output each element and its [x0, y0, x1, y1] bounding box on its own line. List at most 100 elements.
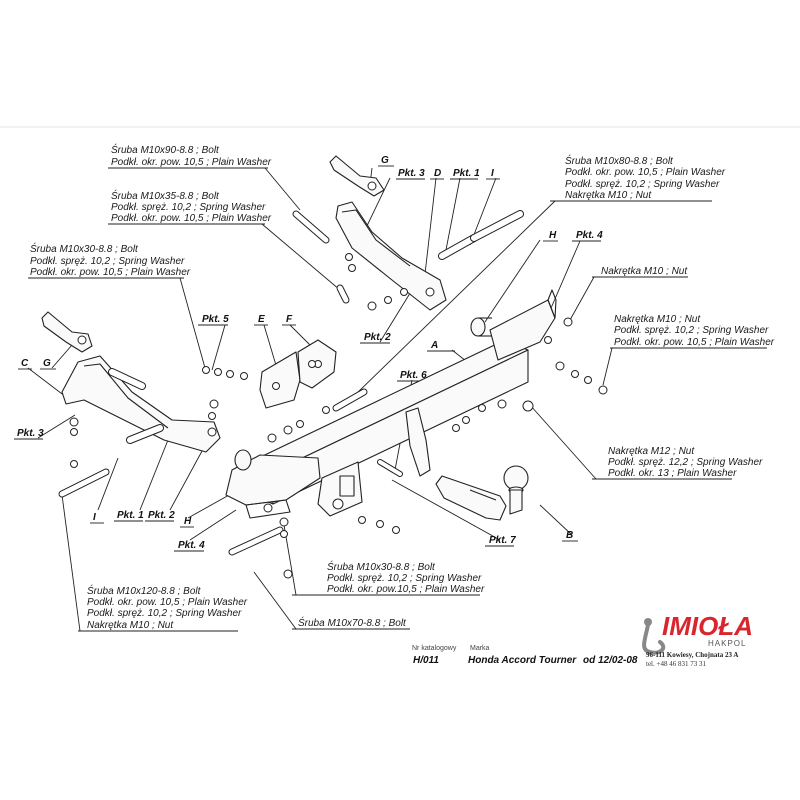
tag-c: C	[21, 358, 29, 369]
washer-nut	[202, 366, 210, 374]
logo-name: IMIOŁA	[662, 611, 753, 641]
bolt-shaft	[378, 460, 402, 476]
tag-pkt1-left: Pkt. 1	[117, 510, 144, 521]
callout-line: Podkł. okr. pow. 10,5 ; Plain Washer	[30, 267, 191, 278]
washer-nut	[209, 399, 219, 409]
washer-nut	[367, 301, 377, 311]
washer-nut	[348, 264, 356, 272]
tag-pkt7: Pkt. 7	[489, 535, 516, 546]
tag-h-left: H	[184, 516, 192, 527]
washer-nut	[392, 526, 400, 534]
callout-line: Podkł. okr. pow. 10,5 ; Plain Washer	[614, 337, 775, 348]
bolt-shaft	[127, 425, 163, 443]
washer-nut	[280, 530, 288, 538]
side-bracket-c	[61, 355, 221, 453]
callout-bottom-mid: Śruba M10x30-8.8 ; Bolt Podkł. spręż. 10…	[292, 560, 485, 596]
bolt-shaft	[439, 235, 477, 259]
valid-date: od 12/02-08	[583, 655, 638, 666]
bracket-h-left	[225, 449, 321, 519]
clamp-g-top	[329, 155, 385, 197]
washer-nut	[358, 516, 366, 524]
vehicle-model: Honda Accord Tourner	[468, 655, 577, 666]
tag-i-top: I	[491, 168, 494, 179]
callout-line: Śruba M10x30-8.8 ; Bolt	[30, 242, 139, 255]
tag-pkt1-top: Pkt. 1	[453, 168, 480, 179]
callout-line: Podkł. spręż. 10,2 ; Spring Washer	[614, 325, 769, 336]
callout-line: Podkł. okr. pow. 10,5 ; Plain Washer	[87, 597, 248, 608]
washer-nut	[497, 399, 507, 409]
callout-line: Śruba M10x120-8.8 ; Bolt	[87, 584, 202, 597]
callout-line: Śruba M10x80-8.8 ; Bolt	[565, 154, 674, 167]
hook-logo-icon	[642, 623, 666, 655]
callout-line: Nakrętka M10 ; Nut	[601, 266, 688, 277]
washer-nut	[283, 425, 293, 435]
tag-g-left: G	[43, 358, 51, 369]
tag-e: E	[258, 314, 265, 325]
bolt-shaft	[337, 285, 349, 303]
callout-line: Śruba M10x70-8.8 ; Bolt	[298, 616, 407, 629]
washer-nut	[345, 253, 353, 261]
clamp-g-left	[41, 311, 93, 353]
tag-pkt4-left: Pkt. 4	[178, 540, 205, 551]
callout-top-right: Śruba M10x80-8.8 ; Bolt Podkł. okr. pow.…	[550, 154, 726, 202]
leader-lines	[27, 167, 613, 632]
tag-pkt6: Pkt. 6	[400, 370, 427, 381]
washer-nut	[563, 317, 573, 327]
bolt-shaft	[333, 389, 367, 411]
callout-line: Podkł. spręż. 10,2 ; Spring Washer	[327, 573, 482, 584]
callout-right-2: Nakrętka M10 ; Nut Podkł. spręż. 10,2 ; …	[610, 314, 775, 349]
tag-f: F	[286, 314, 293, 325]
catalog-number: H/011	[413, 655, 439, 666]
callout-bottom-left: Śruba M10x120-8.8 ; Bolt Podkł. okr. pow…	[78, 584, 248, 632]
callout-line: Nakrętka M10 ; Nut	[87, 620, 174, 631]
fasteners	[58, 210, 608, 579]
tag-pkt5: Pkt. 5	[202, 314, 229, 325]
callout-line: Podkł. spręż. 10,2 ; Spring Washer	[565, 179, 720, 190]
address-line-1: 96-111 Kowiesy, Chojnata 23 A	[646, 651, 738, 659]
ball-mount-bracket	[405, 407, 431, 477]
tag-d: D	[434, 168, 441, 179]
washer-nut	[571, 370, 579, 378]
part-tags: G Pkt. 3 D Pkt. 1 I H Pkt. 4 Pkt. 5 E F …	[14, 155, 603, 552]
callout-line: Śruba M10x90-8.8 ; Bolt	[111, 143, 220, 156]
tag-b: B	[566, 530, 573, 541]
logo-sub: HAKPOL	[708, 639, 746, 648]
washer-nut	[208, 412, 216, 420]
callout-top-left-1: Śruba M10x90-8.8 ; Bolt Podkł. okr. pow.…	[108, 143, 272, 169]
tag-h-top: H	[549, 230, 557, 241]
callout-right-3: Nakrętka M12 ; Nut Podkł. spręż. 12,2 ; …	[592, 446, 763, 480]
washer-nut	[478, 404, 486, 412]
washer-nut	[279, 517, 289, 527]
washer-nut	[598, 385, 608, 395]
callout-line: Podkł. okr. 13 ; Plain Washer	[608, 468, 737, 479]
plate-e	[259, 351, 301, 409]
washer-nut	[322, 406, 330, 414]
callout-left-1: Śruba M10x30-8.8 ; Bolt Podkł. spręż. 10…	[28, 242, 191, 279]
callout-right-1: Nakrętka M10 ; Nut	[592, 266, 688, 278]
washer-nut	[214, 368, 222, 376]
callout-line: Podkł. spręż. 12,2 ; Spring Washer	[608, 457, 763, 468]
callout-line: Podkł. spręż. 10,2 ; Spring Washer	[87, 608, 242, 619]
tag-pkt2-left: Pkt. 2	[148, 510, 175, 521]
tag-pkt3-left: Pkt. 3	[17, 428, 44, 439]
washer-nut	[376, 520, 384, 528]
bracket-h-right	[470, 289, 557, 361]
callout-line: Nakrętka M10 ; Nut	[614, 314, 701, 325]
side-bracket-d	[335, 201, 447, 311]
washer-nut	[263, 503, 273, 513]
tag-i-left: I	[93, 512, 96, 523]
washer-nut	[584, 376, 592, 384]
washer-nut	[296, 420, 304, 428]
washer-nut	[267, 433, 277, 443]
callout-top-left-2: Śruba M10x35-8.8 ; Bolt Podkł. spręż. 10…	[108, 189, 272, 225]
bolt-shaft	[109, 369, 145, 389]
address-line-2: tel. +48 46 831 73 31	[646, 660, 706, 668]
catalog-caption: Nr katalogowy	[412, 645, 457, 652]
washer-nut	[555, 361, 565, 371]
washer-nut	[452, 424, 460, 432]
callout-line: Podkł. okr. pow. 10,5 ; Plain Washer	[565, 167, 726, 178]
callout-line: Podkł. okr. pow. 10,5 ; Plain Washer	[111, 213, 272, 224]
washer-nut	[400, 288, 408, 296]
callout-line: Podkł. okr. pow.10,5 ; Plain Washer	[327, 584, 485, 595]
washer-nut	[283, 569, 293, 579]
